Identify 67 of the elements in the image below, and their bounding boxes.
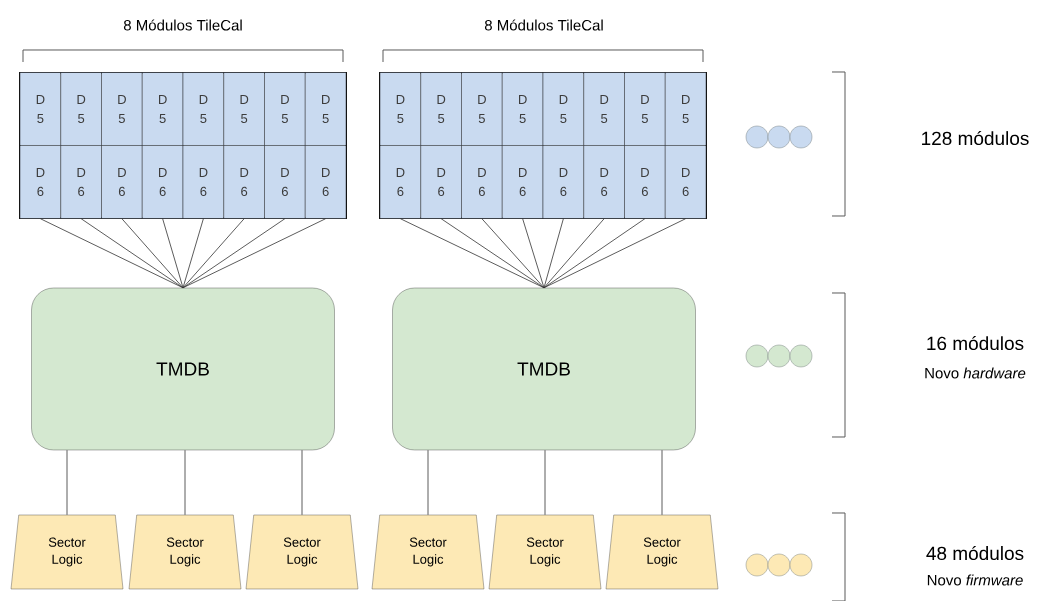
module-cell: D 6 (101, 145, 143, 219)
connector-line (543, 218, 564, 289)
connector-line (182, 218, 286, 289)
module-cell: D 5 (379, 72, 421, 146)
module-cell: D 6 (223, 145, 265, 219)
module-cell: D 6 (60, 145, 102, 219)
text-label: Novo firmware (927, 574, 1023, 586)
module-cell: D 6 (182, 145, 224, 219)
tmdb-box: TMDB (31, 287, 335, 451)
module-cell: D 5 (305, 72, 347, 146)
module-cell: D 6 (305, 145, 347, 219)
module-cell: D 5 (182, 72, 224, 146)
module-cell: D 6 (624, 145, 666, 219)
connector-line (481, 218, 545, 289)
module-cell: D 5 (101, 72, 143, 146)
module-cell: D 6 (19, 145, 61, 219)
text-label: 16 módulos (927, 335, 1024, 351)
connector-line (301, 449, 303, 516)
module-cell: D 5 (583, 72, 625, 146)
text-label: Novo hardware (925, 367, 1026, 379)
module-cell: D 6 (542, 145, 584, 219)
module-cell: D 5 (60, 72, 102, 146)
module-cell: D 6 (264, 145, 306, 219)
connector-line (522, 218, 545, 289)
module-cell: D 5 (142, 72, 184, 146)
connector-line (543, 218, 646, 289)
module-cell: D 6 (583, 145, 625, 219)
module-cell: D 6 (665, 145, 707, 219)
module-cell: D 5 (264, 72, 306, 146)
connector-line (182, 218, 204, 289)
module-cell: D 6 (502, 145, 544, 219)
connector-line (544, 449, 546, 516)
module-cell: D 6 (379, 145, 421, 219)
text-label: 128 módulos (922, 130, 1029, 146)
sector-logic-trapezoid: Sector Logic (10, 514, 124, 590)
connector-line (182, 218, 245, 289)
module-cell: D 5 (542, 72, 584, 146)
tmdb-box: TMDB (392, 287, 696, 451)
connector-line (182, 218, 327, 289)
sector-logic-trapezoid: Sector Logic (128, 514, 242, 590)
connector-line (184, 449, 186, 516)
sector-logic-trapezoid: Sector Logic (605, 514, 719, 590)
sector-logic-trapezoid: Sector Logic (371, 514, 485, 590)
module-cell: D 5 (624, 72, 666, 146)
connector-line (543, 218, 605, 289)
connector-line (80, 218, 184, 289)
text-label: 48 módulos (926, 545, 1024, 561)
connector-line (121, 218, 184, 289)
module-cell: D 6 (461, 145, 503, 219)
connector-line (66, 449, 68, 516)
text-label: 8 Módulos TileCal (484, 19, 603, 31)
module-cell: D 5 (461, 72, 503, 146)
connector-line (427, 449, 429, 516)
connector-line (543, 218, 687, 289)
module-cell: D 5 (223, 72, 265, 146)
text-label: 8 Módulos TileCal (123, 19, 242, 31)
sector-logic-trapezoid: Sector Logic (245, 514, 359, 590)
module-cell: D 6 (420, 145, 462, 219)
connector-line (162, 218, 184, 289)
module-cell: D 5 (420, 72, 462, 146)
module-cell: D 5 (19, 72, 61, 146)
module-cell: D 6 (142, 145, 184, 219)
module-cell: D 5 (502, 72, 544, 146)
connector-line (440, 218, 545, 289)
module-cell: D 5 (665, 72, 707, 146)
sector-logic-trapezoid: Sector Logic (488, 514, 602, 590)
connector-line (661, 449, 663, 516)
